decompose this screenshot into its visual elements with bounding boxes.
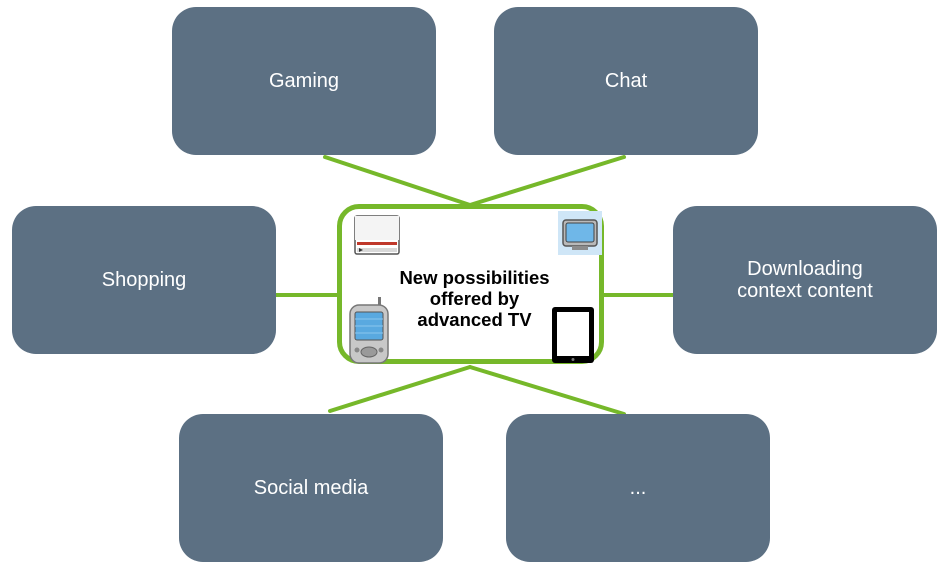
- connector-gaming: [323, 155, 472, 207]
- tablet-icon: [552, 307, 594, 363]
- television-icon: [558, 211, 602, 255]
- node-more-label: ...: [629, 477, 647, 499]
- connector-chat: [468, 155, 626, 207]
- connector-social-media: [328, 365, 472, 413]
- connector-more: [468, 365, 626, 416]
- node-gaming: Gaming: [172, 7, 436, 155]
- node-chat-label: Chat: [604, 70, 648, 92]
- set-top-box-icon: [354, 215, 400, 255]
- node-shopping: Shopping: [12, 206, 276, 354]
- node-shopping-label: Shopping: [101, 269, 187, 291]
- node-social-media: Social media: [179, 414, 443, 562]
- node-chat: Chat: [494, 7, 758, 155]
- node-gaming-label: Gaming: [268, 70, 340, 92]
- node-downloading-label: Downloading context content: [737, 258, 873, 302]
- center-node: New possibilities offered by advanced TV: [337, 204, 604, 364]
- node-more: ...: [506, 414, 770, 562]
- center-title: New possibilities offered by advanced TV: [399, 267, 550, 330]
- node-downloading: Downloading context content: [673, 206, 937, 354]
- node-social-media-label: Social media: [253, 477, 369, 499]
- pda-icon: [349, 297, 389, 364]
